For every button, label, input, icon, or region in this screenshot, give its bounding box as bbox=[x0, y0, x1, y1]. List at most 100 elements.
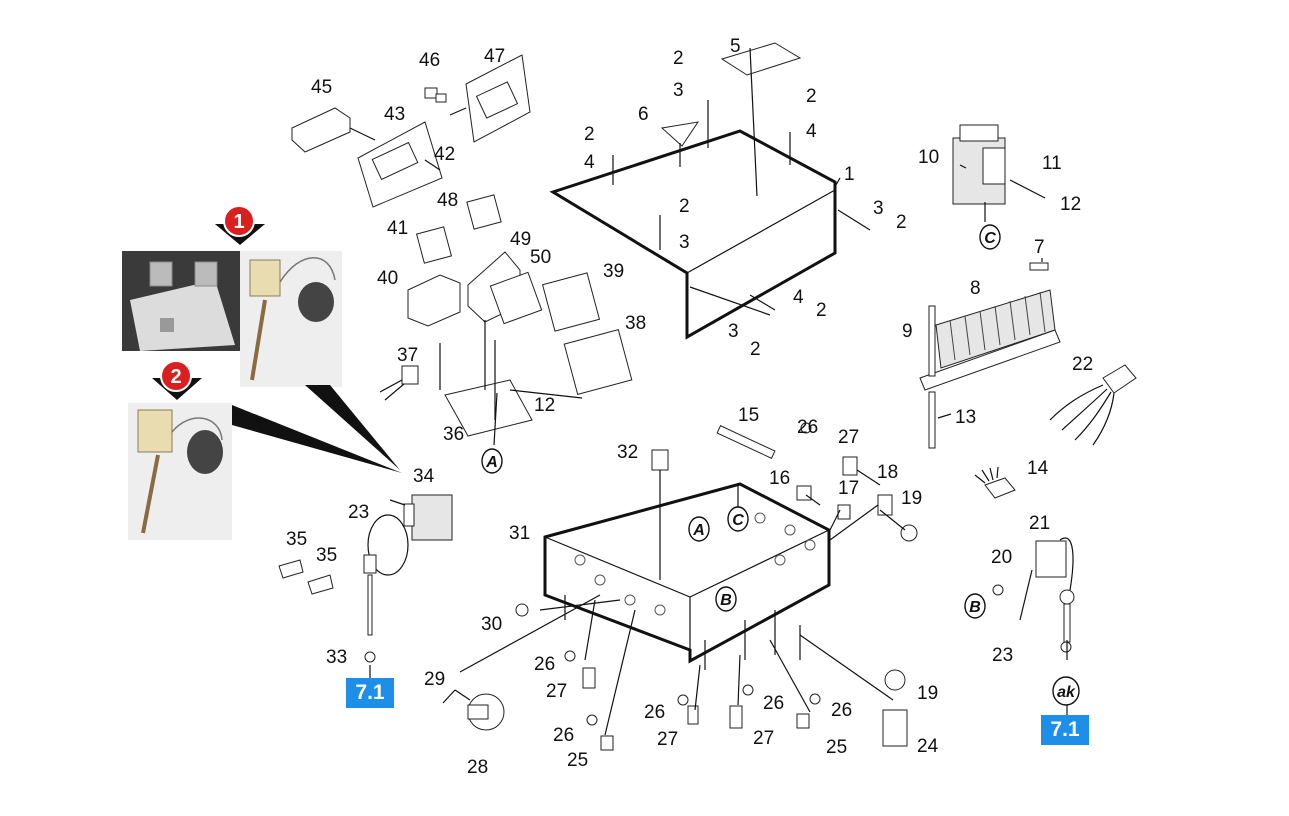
part-number: 38 bbox=[625, 313, 646, 334]
part-number: 18 bbox=[877, 462, 898, 483]
part-number: 46 bbox=[419, 50, 440, 71]
relay-part[interactable] bbox=[466, 194, 502, 230]
thermostat-part[interactable] bbox=[363, 494, 453, 663]
svg-text:A: A bbox=[692, 522, 705, 539]
part-number: 19 bbox=[901, 488, 922, 509]
part-number: 48 bbox=[437, 190, 458, 211]
part-number: 28 bbox=[467, 757, 488, 778]
filter-part[interactable] bbox=[974, 466, 1016, 499]
part-number: 31 bbox=[509, 523, 530, 544]
svg-text:C: C bbox=[984, 230, 996, 247]
bracket-part[interactable] bbox=[291, 107, 351, 153]
ref-b-right: B bbox=[964, 593, 986, 619]
contactor-part[interactable] bbox=[541, 272, 601, 332]
ref-a-housing: A bbox=[688, 516, 710, 542]
label-plate-part[interactable] bbox=[720, 42, 802, 76]
part-labels: 1 2 3 5 6 2 4 2 4 2 3 3 2 4 2 3 2 10 11 … bbox=[286, 36, 1093, 778]
part-number: 26 bbox=[831, 700, 852, 721]
ref-c-transformer: C bbox=[979, 224, 1001, 250]
part-number: 16 bbox=[769, 468, 790, 489]
part-number: 17 bbox=[838, 478, 859, 499]
part-number: 7 bbox=[1034, 237, 1045, 258]
part-number: 12 bbox=[534, 395, 555, 416]
part-number: 36 bbox=[443, 424, 464, 445]
part-number: 9 bbox=[902, 321, 913, 342]
housing-part[interactable] bbox=[543, 482, 831, 670]
plug-part[interactable] bbox=[651, 449, 669, 580]
part-number: 26 bbox=[534, 654, 555, 675]
part-number: 29 bbox=[424, 669, 445, 690]
relay-socket-part[interactable] bbox=[407, 274, 461, 327]
part-number: 49 bbox=[510, 229, 531, 250]
photo-thermostat-1[interactable] bbox=[240, 251, 342, 387]
svg-text:B: B bbox=[720, 592, 732, 609]
thermostat-knob-part[interactable] bbox=[1035, 537, 1075, 643]
transformer-part[interactable] bbox=[952, 124, 1006, 205]
part-number: 3 bbox=[873, 198, 884, 219]
part-number: 39 bbox=[603, 261, 624, 282]
fuse-part[interactable] bbox=[1029, 262, 1049, 271]
part-number: 26 bbox=[644, 702, 665, 723]
part-number: 45 bbox=[311, 77, 332, 98]
part-number: 37 bbox=[397, 345, 418, 366]
page-reference-badge[interactable]: 7.1 bbox=[346, 678, 394, 708]
warning-triangle-part[interactable] bbox=[660, 121, 700, 147]
gasket-strip-part[interactable] bbox=[716, 425, 776, 459]
part-number: 2 bbox=[816, 300, 827, 321]
ref-b-housing: B bbox=[715, 586, 737, 612]
part-number: 27 bbox=[546, 681, 567, 702]
part-number: 25 bbox=[826, 737, 847, 758]
part-number: 30 bbox=[481, 614, 502, 635]
page-reference-badge[interactable]: 7.1 bbox=[1041, 715, 1089, 745]
part-number: 26 bbox=[797, 417, 818, 438]
part-number: 20 bbox=[991, 547, 1012, 568]
part-number: 10 bbox=[918, 147, 939, 168]
marker-1-label: 1 bbox=[233, 211, 244, 233]
svg-text:A: A bbox=[485, 454, 498, 471]
clip-part[interactable] bbox=[278, 559, 334, 595]
relay-small-part[interactable] bbox=[415, 226, 453, 264]
part-number: 4 bbox=[793, 287, 804, 308]
part-number: 27 bbox=[657, 729, 678, 750]
part-number: 2 bbox=[584, 124, 595, 145]
part-number: 3 bbox=[679, 232, 690, 253]
photo-thermostat-mounted[interactable] bbox=[122, 251, 240, 351]
part-number: 2 bbox=[896, 212, 907, 233]
part-number: 41 bbox=[387, 218, 408, 239]
part-number: 24 bbox=[917, 736, 939, 757]
marker-2-label: 2 bbox=[170, 366, 181, 388]
svg-text:C: C bbox=[732, 512, 744, 529]
cable-part[interactable] bbox=[1049, 364, 1137, 446]
part-number: 2 bbox=[679, 196, 690, 217]
switch-part[interactable] bbox=[467, 693, 505, 731]
marker-2-icon[interactable]: 2 bbox=[152, 360, 202, 400]
part-number: 3 bbox=[728, 321, 739, 342]
part-number: 50 bbox=[530, 247, 551, 268]
part-number: 27 bbox=[838, 427, 859, 448]
din-rail-part[interactable] bbox=[439, 320, 583, 437]
leader-lines bbox=[349, 47, 1068, 736]
pcb-board-part[interactable] bbox=[465, 54, 531, 143]
marker-1-icon[interactable]: 1 bbox=[215, 205, 265, 245]
part-number: 2 bbox=[750, 339, 761, 360]
contactor-large-part[interactable] bbox=[563, 329, 633, 395]
part-number: 11 bbox=[1042, 153, 1062, 174]
photo-thermostat-2[interactable] bbox=[128, 403, 232, 540]
part-number: 43 bbox=[384, 104, 405, 125]
pcb-part[interactable] bbox=[357, 121, 443, 208]
part-number: 19 bbox=[917, 683, 938, 704]
terminal-block-part[interactable] bbox=[919, 289, 1061, 391]
part-number: 2 bbox=[673, 48, 684, 69]
rod-part[interactable] bbox=[928, 305, 936, 449]
part-number: 3 bbox=[673, 80, 684, 101]
part-number: 8 bbox=[970, 278, 981, 299]
part-number: 35 bbox=[286, 529, 307, 550]
module-block-part[interactable] bbox=[489, 271, 543, 325]
connector-part[interactable] bbox=[424, 87, 447, 103]
part-number: 23 bbox=[992, 645, 1013, 666]
ref-ak: ak bbox=[1052, 676, 1080, 706]
part-number: 40 bbox=[377, 268, 398, 289]
capacitor-part[interactable] bbox=[379, 365, 419, 401]
top-cover-part[interactable] bbox=[549, 129, 837, 340]
